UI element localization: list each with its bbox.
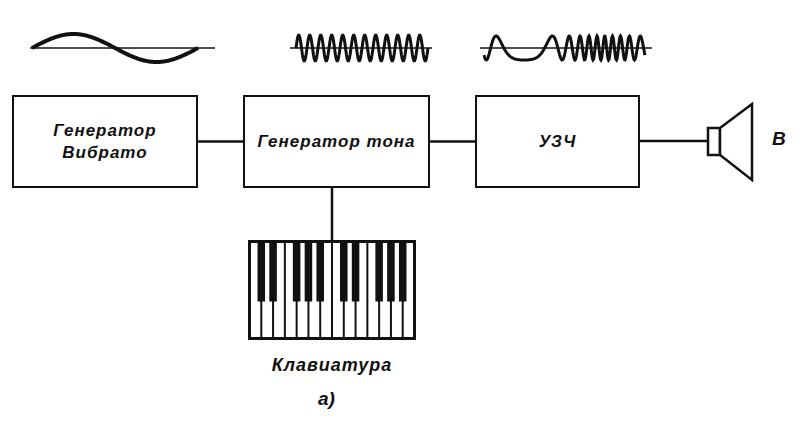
connector [332,188,333,240]
wire [331,188,334,240]
box-text: УЗЧ [539,131,577,152]
white-key [284,242,286,339]
black-key [258,242,266,302]
black-key [340,242,348,302]
black-key [305,242,313,302]
black-key [375,242,383,302]
speaker-symbol [640,104,752,180]
speaker-cone [720,104,752,180]
box-text: Генератор тона [258,131,416,152]
speaker-magnet [708,128,720,155]
connector [430,141,475,142]
keyboard-symbol [248,240,416,340]
waveforms [30,34,652,62]
wire [198,140,243,143]
waveform [484,36,645,60]
figure-label: а) [318,388,335,410]
black-key [387,242,395,302]
amplifier-box: УЗЧ [475,95,640,188]
keyboard-label: Клавиатура [272,354,393,377]
connector [198,141,243,142]
waveform [296,35,428,61]
white-key [331,242,333,339]
black-key [316,242,324,302]
wire [430,140,475,143]
vibrato-generator-box: Генератор Вибрато [12,95,198,188]
tone-generator-box: Генератор тона [243,95,430,188]
speaker-label: В [772,128,786,150]
wire [640,140,708,143]
axis-line [30,47,215,49]
black-key [269,242,277,302]
waveform [32,34,198,62]
black-key [293,242,301,302]
black-key [352,242,360,302]
white-key [366,242,368,339]
keyboard: Клавиатура [248,240,416,340]
box-text: Генератор Вибрато [22,120,188,163]
black-key [399,242,407,302]
keyboard-frame [250,242,415,339]
